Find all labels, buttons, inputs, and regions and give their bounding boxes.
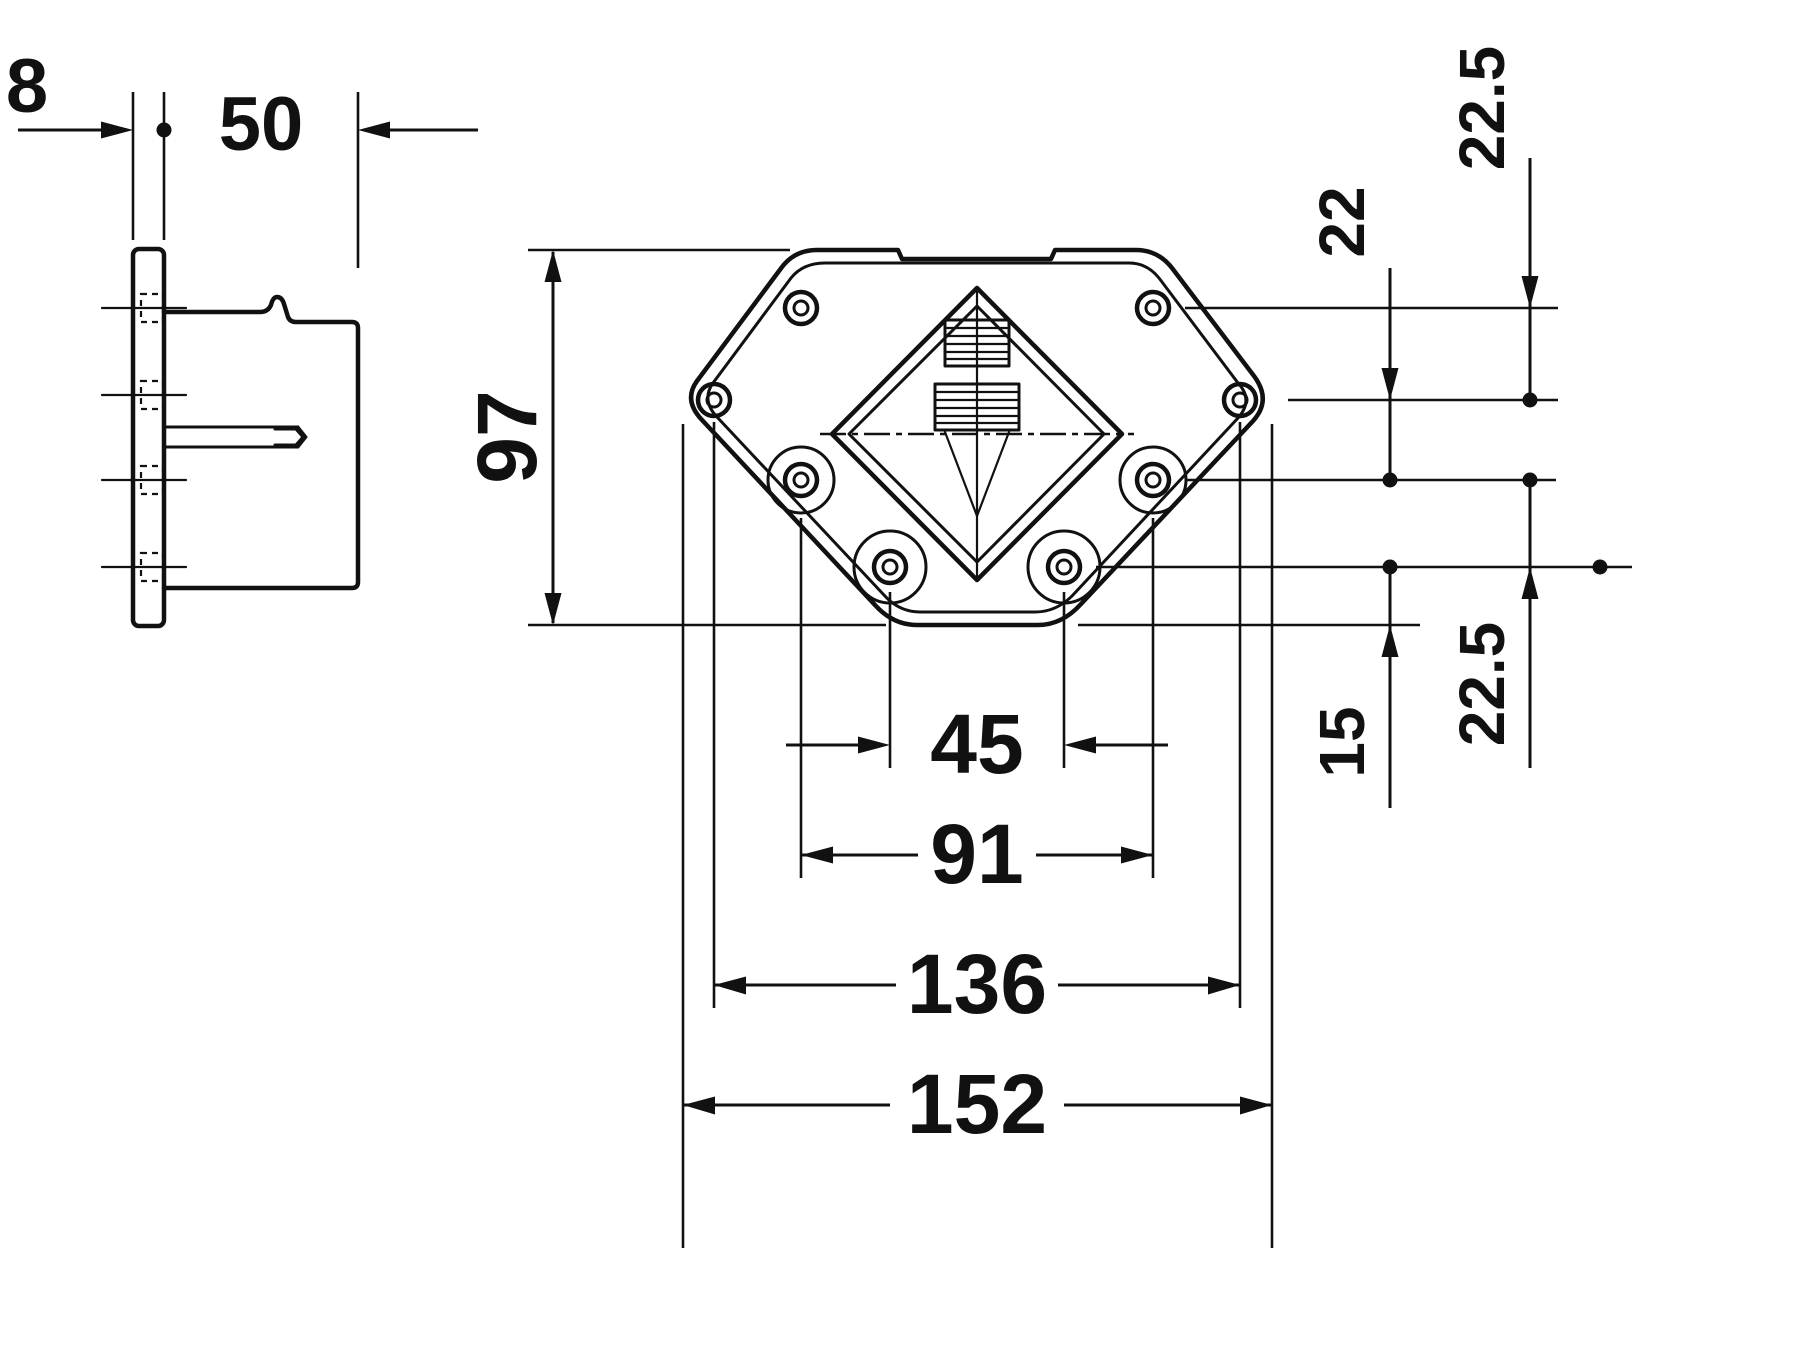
side-hidden-hole-2	[139, 379, 165, 411]
side-body-profile	[161, 294, 361, 591]
lower-set-screw	[933, 382, 1021, 432]
hole-tip-right	[1221, 381, 1259, 419]
dim-label-15: 15	[1306, 706, 1378, 777]
dimensions-bottom: 45 91 136 152	[681, 422, 1274, 1248]
arrowhead-left-icon	[801, 846, 833, 864]
arrowhead-down-icon	[1381, 368, 1399, 400]
dimension-97: 97	[460, 248, 886, 627]
screw-cone-tip	[943, 430, 1011, 518]
dim-terminator-dot	[1522, 472, 1538, 488]
boss-mid-right	[1118, 445, 1188, 515]
hole-tip-left	[695, 381, 733, 419]
hole-mid-right-bore	[1144, 471, 1162, 489]
dim-label-152: 152	[907, 1057, 1047, 1151]
side-hidden-hole-3	[139, 464, 165, 496]
arrowhead-down-icon	[544, 593, 562, 625]
arrowhead-up-icon	[1381, 625, 1399, 657]
dim-label-22-5-bottom: 22.5	[1446, 622, 1518, 747]
arrowhead-left-icon	[714, 976, 746, 995]
hole-top-left-bore	[792, 299, 810, 317]
side-center-slot	[162, 425, 308, 449]
dim-terminator-dot	[1522, 392, 1538, 408]
mounting-holes	[695, 289, 1259, 586]
upper-screw-threads	[945, 326, 1009, 361]
dim-terminator-dot	[1382, 559, 1398, 575]
arrowhead-up-icon	[544, 250, 562, 282]
hole-top-right	[1134, 289, 1172, 327]
front-view	[688, 247, 1265, 628]
side-view	[100, 246, 361, 629]
dim-label-136: 136	[907, 937, 1047, 1031]
side-clip-detail	[273, 427, 305, 447]
dim-terminator-dot	[1592, 559, 1608, 575]
arrowhead-up-icon	[1521, 567, 1539, 599]
dim-label-8: 8	[6, 44, 48, 129]
dimensions-right: 22.5 22 22.5 15	[1078, 46, 1632, 808]
dim-terminator-dot	[1382, 472, 1398, 488]
lower-screw-threads	[935, 390, 1019, 425]
arrowhead-right-icon	[1240, 1096, 1272, 1115]
hole-mid-left-bore	[792, 471, 810, 489]
dim-label-45: 45	[930, 697, 1023, 791]
arrowhead-right-icon	[101, 121, 133, 139]
dim-label-22-5-top: 22.5	[1446, 46, 1518, 171]
dim-label-50: 50	[219, 82, 304, 167]
arrowhead-right-icon	[1208, 976, 1240, 995]
side-hidden-hole-4	[139, 551, 165, 583]
hole-top-right-bore	[1144, 299, 1162, 317]
arrowhead-right-icon	[1121, 846, 1153, 864]
dimension-8-50: 8 50	[6, 44, 478, 268]
hole-bottom-left	[871, 548, 909, 586]
diamond-outer	[829, 285, 1125, 583]
dim-label-22: 22	[1306, 186, 1378, 257]
hole-bottom-right-bore	[1055, 558, 1073, 576]
plate-outer-outline	[688, 247, 1265, 628]
side-flange-plate	[130, 246, 167, 629]
arrowhead-right-icon	[858, 736, 890, 754]
side-hidden-hole-1	[139, 292, 165, 324]
arrowhead-left-icon	[683, 1096, 715, 1115]
arrowhead-left-icon	[358, 121, 390, 139]
diamond-insert	[820, 285, 1134, 583]
hole-bottom-right	[1045, 548, 1083, 586]
hole-tip-left-bore	[705, 391, 723, 409]
arrowhead-down-icon	[1521, 276, 1539, 308]
hole-top-left	[782, 289, 820, 327]
upper-set-screw	[943, 318, 1011, 368]
hole-mid-left	[782, 461, 820, 499]
hole-tip-right-bore	[1231, 391, 1249, 409]
dim-label-97: 97	[460, 390, 554, 483]
arrowhead-left-icon	[1064, 736, 1096, 754]
dim-label-91: 91	[930, 807, 1023, 901]
hole-mid-right	[1134, 461, 1172, 499]
dim-terminator-dot	[156, 122, 172, 138]
boss-mid-left	[766, 445, 836, 515]
hole-bottom-left-bore	[881, 558, 899, 576]
